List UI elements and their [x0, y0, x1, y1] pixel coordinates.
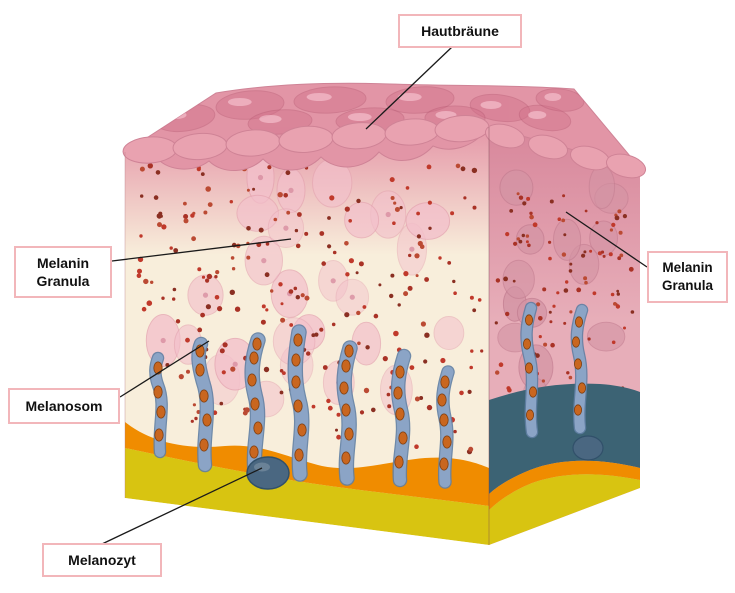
- surface-edge-bumps: [122, 114, 647, 179]
- front-face: [125, 127, 489, 545]
- label-melanin-granula-right: Melanin Granula: [647, 251, 728, 303]
- melanocyte-dendrites-front: [149, 324, 455, 490]
- label-mg-left-line2: Granula: [36, 273, 90, 289]
- epidermis-cells-front: [145, 151, 465, 418]
- label-hautbraeune-text: Hautbräune: [421, 22, 499, 39]
- label-mg-right-line1: Melanin: [662, 260, 713, 276]
- leader-melanosom: [119, 340, 210, 398]
- right-face: [489, 127, 640, 545]
- leader-melanozyt: [101, 467, 263, 545]
- label-melanosom-text: Melanosom: [25, 397, 103, 414]
- leader-melanin-granula-right: [565, 211, 648, 268]
- leader-hautbraeune: [365, 46, 453, 130]
- label-melanozyt: Melanozyt: [42, 543, 162, 577]
- melanocyte-dendrites-right: [520, 301, 604, 461]
- label-melanosom: Melanosom: [8, 388, 120, 424]
- label-melanozyt-text: Melanozyt: [68, 551, 136, 568]
- leader-melanin-granula-left: [111, 238, 292, 262]
- label-hautbraeune: Hautbräune: [398, 14, 522, 48]
- label-mg-right-line2: Granula: [661, 278, 713, 293]
- label-melanin-granula-left: Melanin Granula: [14, 246, 112, 298]
- leader-lines: [101, 46, 648, 545]
- label-mg-left-line1: Melanin: [36, 254, 90, 271]
